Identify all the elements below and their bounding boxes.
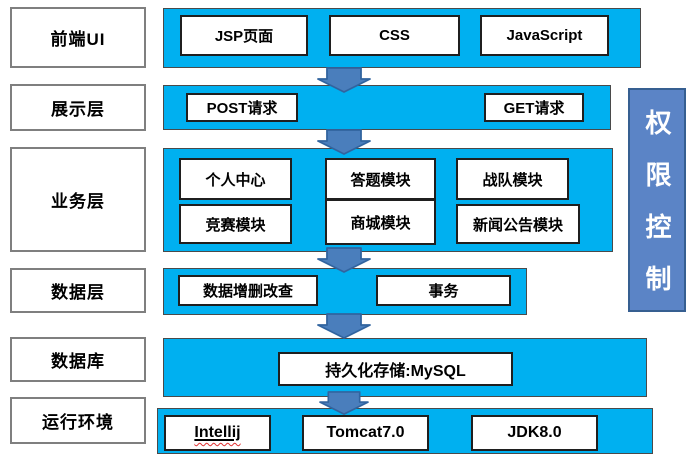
layer-label-text: 运行环境 — [42, 413, 114, 432]
box-label: 新闻公告模块 — [472, 216, 563, 234]
box-label: GET请求 — [503, 100, 565, 117]
layer-label-frontend-ui: 前端UI — [10, 7, 146, 68]
box-javascript: JavaScript — [480, 15, 609, 56]
box-jdk: JDK8.0 — [471, 415, 598, 451]
layer-label-data: 数据层 — [10, 268, 146, 313]
box-mall-module: 商城模块 — [325, 199, 436, 245]
layer-label-runtime: 运行环境 — [10, 397, 146, 444]
box-quiz-module: 答题模块 — [325, 158, 436, 200]
box-label: POST请求 — [206, 100, 278, 117]
box-personal-center: 个人中心 — [179, 158, 292, 200]
box-label: 竞赛模块 — [205, 216, 266, 234]
down-arrow-shape — [317, 129, 371, 155]
down-arrow-icon — [317, 129, 371, 155]
box-label: 商城模块 — [350, 214, 411, 232]
box-tomcat: Tomcat7.0 — [302, 415, 429, 451]
layer-label-text: 数据层 — [51, 283, 105, 302]
box-label: 事务 — [428, 283, 459, 300]
layer-label-database: 数据库 — [10, 337, 146, 382]
box-label: 答题模块 — [350, 171, 411, 189]
down-arrow-shape — [317, 67, 371, 93]
box-news-module: 新闻公告模块 — [456, 204, 580, 244]
box-css: CSS — [329, 15, 460, 56]
box-intellij: Intellij — [164, 415, 271, 451]
box-label: 战队模块 — [482, 171, 543, 189]
box-label: 持久化存储:MySQL — [325, 363, 466, 380]
layer-label-text: 展示层 — [51, 100, 105, 119]
box-label: JDK8.0 — [507, 424, 562, 441]
layer-label-text: 数据库 — [51, 352, 105, 371]
box-get-request: GET请求 — [484, 93, 584, 122]
down-arrow-icon — [317, 67, 371, 93]
box-transaction: 事务 — [376, 275, 511, 306]
permission-control-panel: 权限控制 — [628, 88, 686, 317]
box-label: Intellij — [194, 424, 241, 441]
down-arrow-icon — [317, 313, 371, 339]
down-arrow-shape — [317, 247, 371, 273]
layer-label-presentation: 展示层 — [10, 84, 146, 131]
layer-label-business: 业务层 — [10, 147, 146, 252]
box-contest-module: 竞赛模块 — [179, 204, 292, 244]
permission-control-label: 权限控制 — [642, 109, 672, 317]
box-label: CSS — [379, 27, 410, 44]
box-label: Tomcat7.0 — [326, 424, 405, 441]
down-arrow-shape — [317, 313, 371, 339]
box-jsp-page: JSP页面 — [180, 15, 308, 56]
box-label: JavaScript — [506, 27, 583, 44]
box-mysql-storage: 持久化存储:MySQL — [278, 352, 513, 386]
box-team-module: 战队模块 — [456, 158, 569, 200]
box-data-crud: 数据增删改查 — [178, 275, 318, 306]
layer-label-text: 前端UI — [50, 30, 106, 49]
box-label: 个人中心 — [205, 171, 266, 189]
down-arrow-icon — [317, 247, 371, 273]
spellcheck-underline: Intellij — [194, 424, 240, 442]
box-post-request: POST请求 — [186, 93, 298, 122]
layer-label-text: 业务层 — [51, 192, 105, 211]
down-arrow-shape — [319, 391, 369, 415]
box-label: JSP页面 — [214, 28, 274, 45]
down-arrow-icon — [319, 391, 369, 415]
box-label: 数据增删改查 — [202, 283, 293, 300]
